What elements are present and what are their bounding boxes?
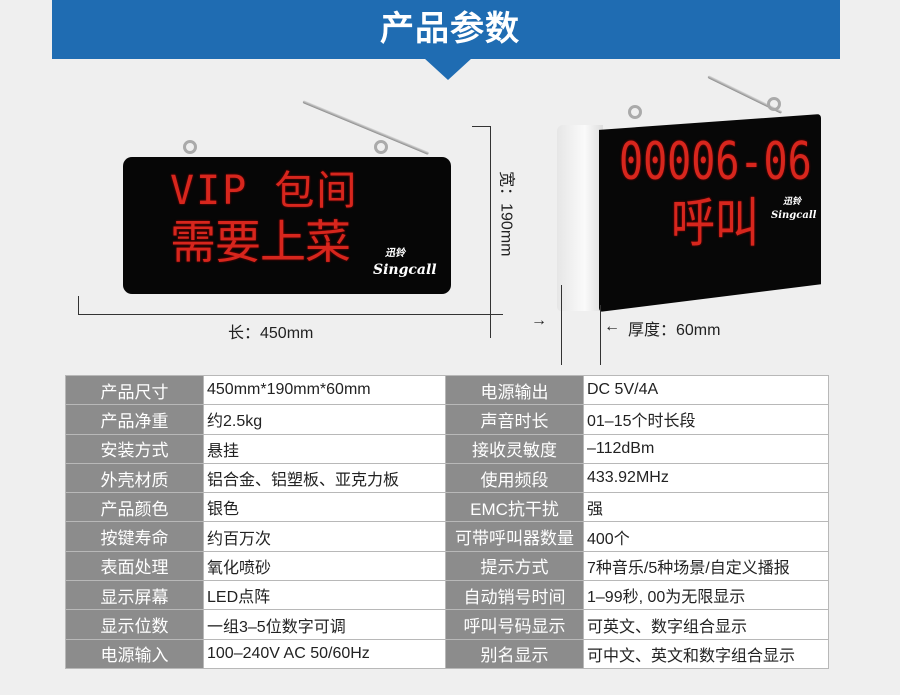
spec-label: 产品净重 [65,404,204,435]
led-sign-front: VIP 包间 需要上菜 迅铃 Singcall [123,157,451,294]
dimension-tick [472,126,491,127]
spec-value: 1–99秒, 00为无限显示 [583,580,829,611]
width-label: 宽：190mm [497,171,515,257]
spec-label: 使用频段 [445,462,584,494]
hook [628,105,642,119]
table-row: 安装方式悬挂接收灵敏度–112dBm [65,433,829,464]
spec-label: 电源输入 [65,638,204,669]
spec-label: 显示屏幕 [65,580,204,611]
led-call-text: 呼叫 [671,193,759,255]
spec-label: 自动销号时间 [445,580,584,611]
spec-value: 氧化喷砂 [203,550,446,582]
spec-value: 悬挂 [203,433,446,464]
led-call-number: 00006-06 [619,132,812,192]
spec-label: 呼叫号码显示 [445,609,584,640]
spec-label: 安装方式 [65,433,204,464]
spec-label: 按键寿命 [65,521,204,552]
spec-value: 约百万次 [203,521,446,552]
spec-value: –112dBm [583,433,829,464]
header-banner [52,0,840,59]
brand-logo-cn: 迅铃 [783,197,802,207]
spec-label: 外壳材质 [65,462,204,494]
banner-pointer [424,58,472,80]
spec-label: 表面处理 [65,550,204,582]
spec-value: 可中文、英文和数字组合显示 [583,638,829,669]
spec-value: LED点阵 [203,580,446,611]
spec-value: DC 5V/4A [583,374,829,406]
led-line-1: VIP 包间 [170,168,359,214]
spec-label: 电源输出 [445,374,584,406]
brand-logo: Singcall [771,210,817,221]
spec-value: 433.92MHz [583,462,829,494]
spec-label: 显示位数 [65,609,204,640]
spec-value: 400个 [583,521,829,552]
hook [183,140,197,154]
brand-logo-cn: 迅铃 [385,248,405,259]
depth-dimension-line [561,285,562,365]
spec-value: 100–240V AC 50/60Hz [203,638,446,669]
depth-dimension-line [600,305,601,365]
length-label: 长：450mm [228,325,314,342]
spec-value: 01–15个时长段 [583,404,829,435]
spec-value: 7种音乐/5种场景/自定义播报 [583,550,829,582]
spec-label: 产品颜色 [65,492,204,523]
table-row: 显示位数一组3–5位数字可调呼叫号码显示可英文、数字组合显示 [65,609,829,640]
led-line-2: 需要上菜 [170,215,351,269]
depth-label: 厚度：60mm [628,322,721,339]
length-dimension-line [78,314,503,315]
hook [767,97,781,111]
spec-label: 接收灵敏度 [445,433,584,464]
spec-label: 可带呼叫器数量 [445,521,584,552]
spec-label: 提示方式 [445,550,584,582]
arrow-right-icon: → [531,312,547,329]
spec-label: 别名显示 [445,638,584,669]
width-dimension-line [490,126,491,338]
brand-logo: Singcall [373,262,437,278]
spec-value: 银色 [203,492,446,523]
spec-label: 产品尺寸 [65,374,204,406]
spec-value: 一组3–5位数字可调 [203,609,446,640]
hook [374,140,388,154]
spec-label: EMC抗干扰 [445,492,584,523]
spec-value: 可英文、数字组合显示 [583,609,829,640]
led-sign-angled: 00006-06 呼叫 迅铃 Singcall [599,114,821,312]
antenna [302,100,430,155]
spec-value: 强 [583,492,829,523]
spec-value: 约2.5kg [203,404,446,435]
device-side-casing [557,125,603,311]
spec-value: 铝合金、铝塑板、亚克力板 [203,462,446,494]
spec-label: 声音时长 [445,404,584,435]
page-title: 产品参数 [380,10,520,48]
arrow-left-icon: ← [604,318,620,335]
dimension-tick [78,296,79,315]
spec-value: 450mm*190mm*60mm [203,374,446,406]
